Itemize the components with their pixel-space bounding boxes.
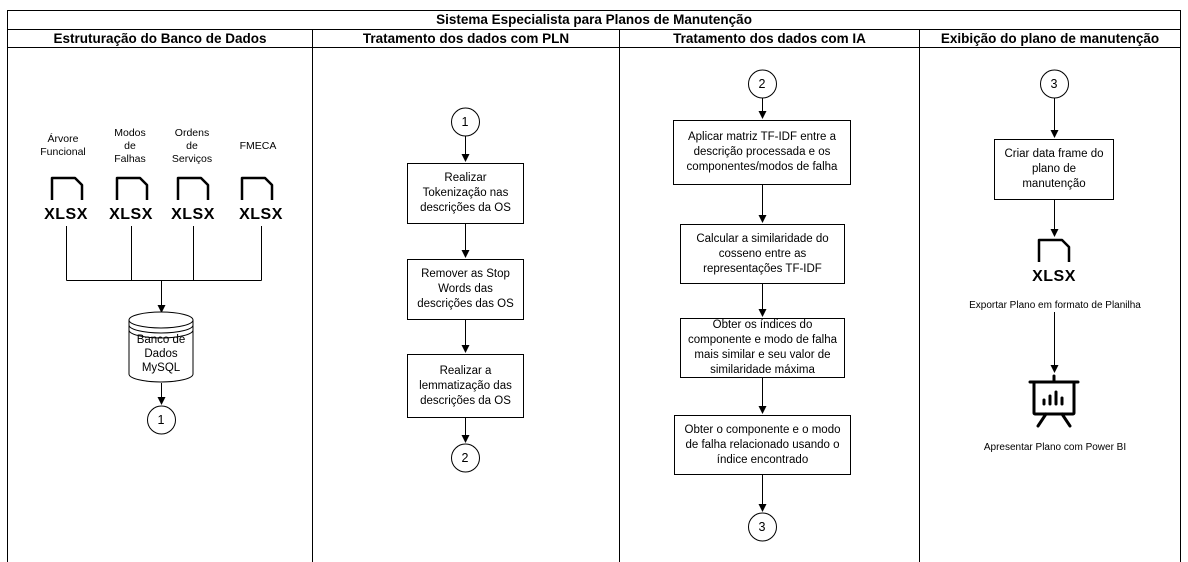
lane-header-database: Estruturação do Banco de Dados	[53, 31, 267, 46]
swimlane-grid	[7, 10, 1181, 562]
xlsx-label: XLSX	[1032, 268, 1076, 285]
file-icon	[115, 176, 149, 200]
file-icon	[50, 176, 84, 200]
xlsx-label: XLSX	[171, 206, 215, 223]
input-label-fmeca: FMECA	[239, 140, 277, 152]
step-obter-componente: Obter o componente e o modo de falha rel…	[674, 415, 851, 475]
lane-header-exibicao: Exibição do plano de manutenção	[940, 31, 1160, 46]
step-similaridade-cosseno: Calcular a similaridade do cosseno entre…	[680, 224, 845, 284]
connector-3-out: 3	[758, 520, 766, 534]
connector-1-in: 1	[461, 115, 469, 129]
step-lemmatizacao: Realizar a lemmatização das descrições d…	[407, 354, 524, 418]
step-tokenizacao: Realizar Tokenização nas descrições da O…	[407, 163, 524, 224]
connector-1-out: 1	[157, 413, 165, 427]
input-label-arvore-funcional: Árvore Funcional	[40, 133, 86, 158]
input-label-modos-de-falhas: Modos de Falhas	[114, 127, 146, 165]
export-caption: Exportar Plano em formato de Planilha	[969, 300, 1141, 311]
file-icon	[1037, 238, 1071, 262]
present-caption: Apresentar Plano com Power BI	[983, 442, 1127, 453]
file-icon	[240, 176, 274, 200]
database-label: Banco de Dados MySQL	[136, 334, 186, 374]
connector-3-in: 3	[1050, 77, 1058, 91]
xlsx-label: XLSX	[239, 206, 283, 223]
step-data-frame: Criar data frame do plano de manutenção	[994, 139, 1114, 200]
merge-lines	[66, 226, 262, 405]
lane-header-pln: Tratamento dos dados com PLN	[362, 31, 570, 46]
xlsx-label: XLSX	[44, 206, 88, 223]
diagram-title: Sistema Especialista para Planos de Manu…	[436, 12, 752, 27]
file-icons	[50, 176, 274, 200]
connector-2-in: 2	[758, 77, 766, 91]
xlsx-label: XLSX	[109, 206, 153, 223]
presentation-chart-icon	[1028, 374, 1080, 428]
step-obter-indices: Obter os índices do componente e modo de…	[680, 318, 845, 378]
lane-header-ia: Tratamento dos dados com IA	[673, 31, 866, 46]
step-tf-idf: Aplicar matriz TF-IDF entre a descrição …	[673, 120, 851, 185]
connector-2-out: 2	[461, 451, 469, 465]
input-label-ordens-de-servicos: Ordens de Serviços	[171, 127, 213, 165]
step-stop-words: Remover as Stop Words das descrições das…	[407, 259, 524, 320]
connector-circles	[147, 69, 1069, 542]
database-cylinder	[128, 311, 194, 383]
file-icon	[176, 176, 210, 200]
